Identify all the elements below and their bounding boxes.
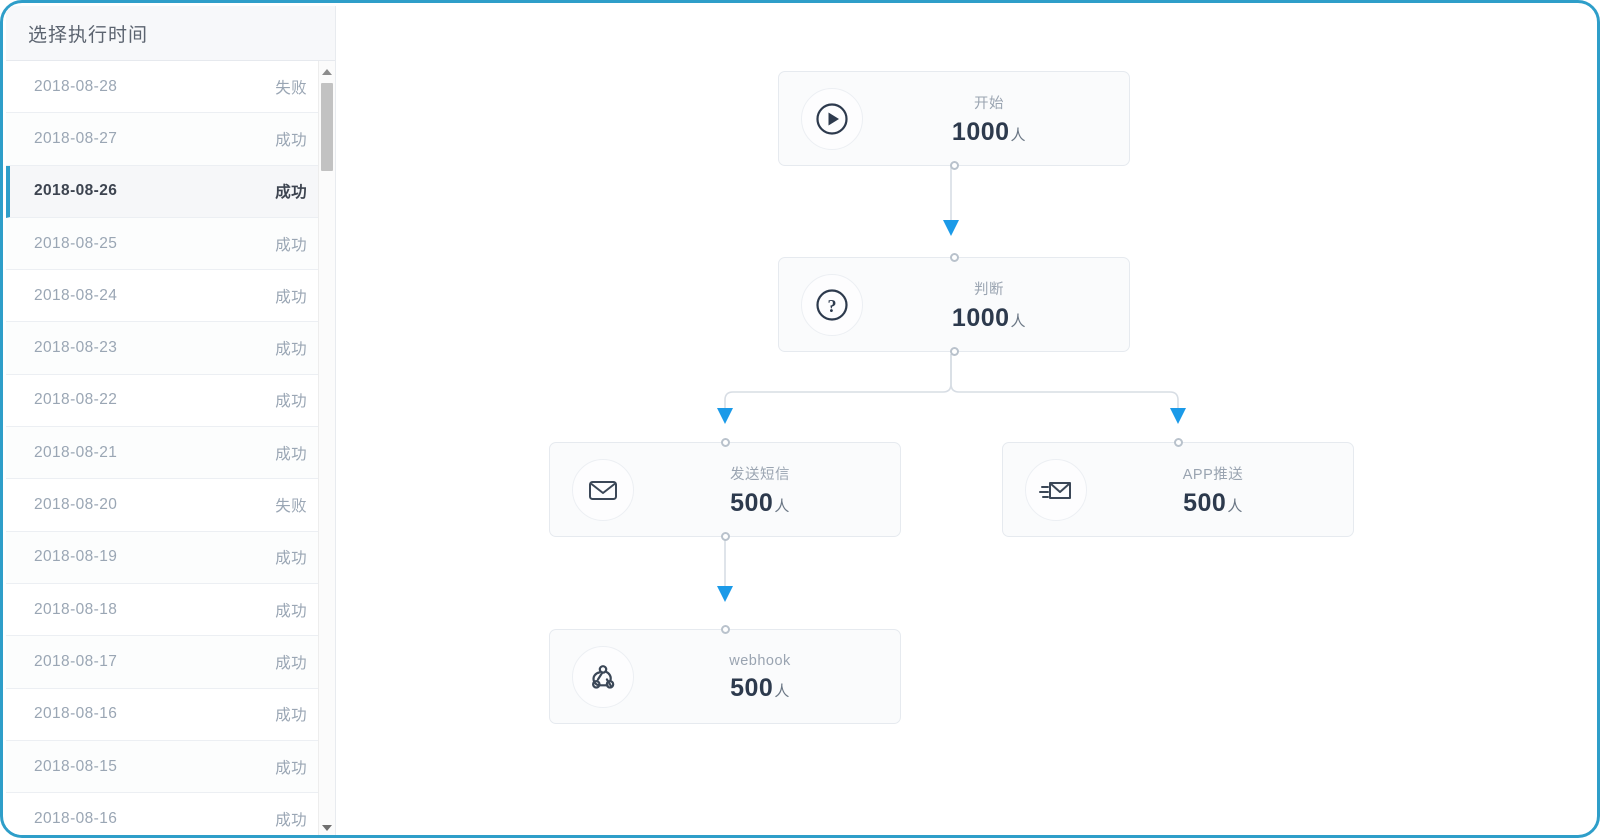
run-status: 成功 (275, 759, 307, 777)
run-date: 2018-08-25 (34, 234, 118, 252)
run-status: 成功 (275, 184, 307, 202)
run-list-item[interactable]: 2018-08-17 成功 (6, 636, 335, 689)
run-date: 2018-08-15 (34, 757, 118, 775)
port-top[interactable] (1173, 438, 1183, 447)
run-status: 成功 (275, 550, 307, 568)
question-circle-icon: ? (801, 273, 863, 336)
run-status: 成功 (275, 445, 307, 463)
run-date: 2018-08-19 (34, 548, 118, 566)
scroll-down-arrow-icon[interactable] (319, 819, 335, 835)
run-date: 2018-08-28 (34, 77, 118, 95)
run-status: 失败 (275, 498, 307, 516)
flow-node-start[interactable]: 开始 1000人 (778, 71, 1130, 170)
run-list-item[interactable]: 2018-08-23 成功 (6, 322, 335, 375)
flow-node-count: 1000人 (952, 306, 1026, 331)
run-list-item[interactable]: 2018-08-28 失败 (6, 61, 335, 114)
run-status: 失败 (275, 79, 307, 97)
run-list-item[interactable]: 2018-08-26 成功 (6, 165, 335, 218)
flow-node-count-unit: 人 (1010, 127, 1027, 144)
run-date: 2018-08-17 (34, 652, 118, 670)
flow-node-count-unit: 人 (774, 498, 790, 515)
flow-node-count: 1000人 (952, 120, 1026, 145)
run-date: 2018-08-16 (34, 705, 118, 723)
run-list-item[interactable]: 2018-08-20 失败 (6, 479, 335, 532)
port-bottom[interactable] (949, 347, 959, 356)
flow-node-count-unit: 人 (774, 682, 790, 700)
run-date: 2018-08-27 (34, 129, 118, 147)
flow-node-count-unit: 人 (1010, 313, 1027, 330)
port-top[interactable] (720, 625, 730, 634)
run-status: 成功 (275, 393, 307, 411)
flow-node-branch-text: 判断 1000人 (863, 278, 1129, 331)
run-list-item[interactable]: 2018-08-24 成功 (6, 270, 335, 323)
run-list-item[interactable]: 2018-08-25 成功 (6, 217, 335, 271)
flow-node-title: webhook (729, 652, 791, 669)
flow-canvas[interactable]: 开始 1000人 ? 判断 1000人 (337, 6, 1594, 832)
run-list-item[interactable]: 2018-08-18 成功 (6, 583, 335, 637)
port-bottom[interactable] (949, 161, 959, 170)
sidebar-scrollbar[interactable] (318, 61, 335, 835)
flow-node-branch[interactable]: ? 判断 1000人 (778, 253, 1130, 356)
flow-node-count-value: 500 (730, 489, 774, 517)
run-date: 2018-08-23 (34, 339, 118, 357)
run-date: 2018-08-24 (34, 286, 118, 304)
port-top[interactable] (720, 438, 730, 447)
play-circle-icon (801, 87, 863, 150)
flow-node-count-value: 1000 (951, 118, 1010, 146)
flow-node-app-push[interactable]: APP推送 500人 (1002, 438, 1354, 537)
flow-node-count-value: 500 (1183, 489, 1227, 517)
flow-node-start-text: 开始 1000人 (863, 92, 1129, 145)
flow-node-title: APP推送 (1182, 467, 1244, 483)
flow-node-count: 500人 (730, 673, 790, 702)
run-date: 2018-08-18 (34, 600, 118, 618)
flow-node-count-value: 500 (730, 673, 774, 702)
flow-node-title: 开始 (974, 96, 1004, 112)
sidebar-header: 选择执行时间 (6, 6, 335, 61)
flow-node-webhook-text: webhook 500人 (634, 653, 900, 701)
run-status: 成功 (275, 236, 307, 254)
run-list-item[interactable]: 2018-08-27 成功 (6, 113, 335, 166)
run-list-item[interactable]: 2018-08-22 成功 (6, 374, 335, 428)
send-envelope-icon (1025, 458, 1087, 521)
port-top[interactable] (949, 253, 959, 262)
run-date: 2018-08-22 (34, 391, 118, 409)
flow-node-title: 发送短信 (730, 467, 790, 483)
run-status: 成功 (275, 707, 307, 725)
run-list-item[interactable]: 2018-08-16 成功 (6, 688, 335, 741)
run-status: 成功 (275, 811, 307, 829)
envelope-icon (572, 458, 634, 521)
run-date: 2018-08-16 (34, 809, 118, 827)
run-date: 2018-08-20 (34, 496, 118, 514)
run-list-item[interactable]: 2018-08-16 成功 (6, 793, 335, 835)
webhook-icon (572, 645, 634, 708)
run-status: 成功 (275, 341, 307, 359)
flow-node-sms-text: 发送短信 500人 (634, 463, 900, 516)
flow-node-webhook[interactable]: webhook 500人 (549, 625, 901, 724)
run-status: 成功 (275, 131, 307, 149)
run-list-item[interactable]: 2018-08-15 成功 (6, 740, 335, 794)
run-list-item[interactable]: 2018-08-19 成功 (6, 531, 335, 584)
flow-node-count: 500人 (730, 491, 790, 516)
scroll-up-arrow-icon[interactable] (319, 63, 335, 80)
run-list-item[interactable]: 2018-08-21 成功 (6, 427, 335, 480)
svg-text:?: ? (828, 296, 837, 316)
flow-node-count-value: 1000 (951, 304, 1010, 332)
run-status: 成功 (275, 288, 307, 306)
page-title: 选择执行时间 (28, 24, 149, 46)
scrollbar-thumb[interactable] (321, 83, 333, 171)
run-date: 2018-08-21 (34, 443, 118, 461)
run-status: 成功 (275, 654, 307, 672)
flow-node-app-push-text: APP推送 500人 (1087, 463, 1353, 516)
flow-node-title: 判断 (974, 282, 1004, 298)
run-status: 成功 (275, 602, 307, 620)
run-date: 2018-08-26 (34, 182, 118, 200)
flow-node-count: 500人 (1183, 491, 1243, 516)
flow-node-sms[interactable]: 发送短信 500人 (549, 438, 901, 541)
flow-node-count-unit: 人 (1227, 498, 1243, 515)
port-bottom[interactable] (720, 532, 730, 541)
